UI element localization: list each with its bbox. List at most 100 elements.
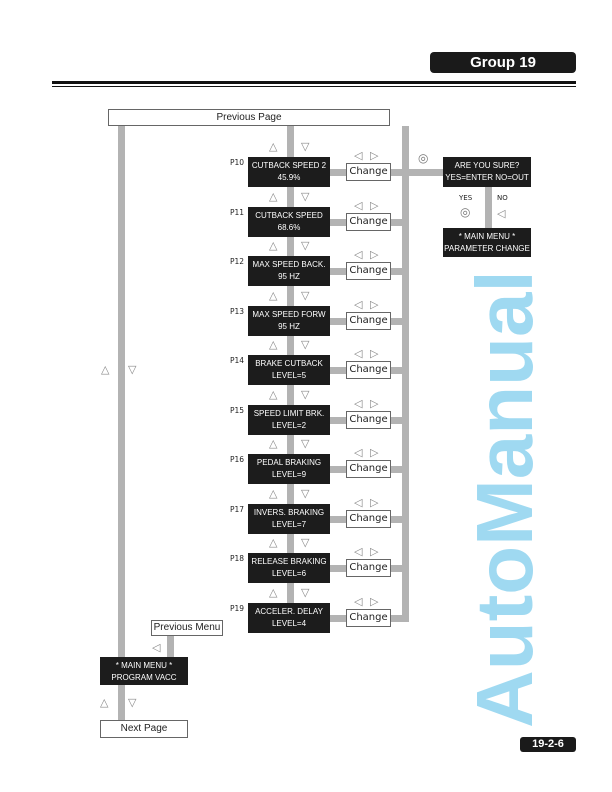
down-arrow-icon: ▽ — [301, 189, 310, 203]
parameter-display: PEDAL BRAKING LEVEL=9 — [248, 454, 330, 484]
parameter-name: RELEASE BRAKING — [251, 557, 327, 566]
confirm-box: ARE YOU SURE? YES=ENTER NO=OUT — [443, 157, 531, 187]
flow-connector — [330, 614, 346, 622]
parameter-name: CUTBACK SPEED — [255, 210, 323, 220]
down-arrow-icon: ▽ — [301, 239, 310, 252]
change-button[interactable]: Change — [346, 262, 391, 280]
previous-menu-button[interactable]: Previous Menu — [151, 620, 223, 636]
down-arrow-icon: ▽ — [128, 696, 137, 709]
change-button[interactable]: Change — [346, 311, 391, 330]
right-arrow-icon: ▷ — [370, 248, 379, 261]
yes-label: YES — [459, 194, 473, 202]
left-arrow-icon: ◁ — [354, 347, 363, 360]
change-button[interactable]: Change — [346, 410, 391, 429]
parameter-id: P12 — [230, 257, 245, 266]
no-label: NO — [497, 194, 508, 202]
flow-connector — [330, 565, 346, 572]
change-button[interactable]: Change — [346, 509, 391, 528]
parameter-value: 45.9% — [277, 173, 301, 182]
up-arrow-icon: △ — [269, 536, 278, 549]
parameter-display: ACCELER. DELAY LEVEL=4 — [248, 602, 330, 633]
flow-line-right — [402, 126, 409, 622]
parameter-value: LEVEL=5 — [271, 371, 307, 380]
watermark: AutoManual — [460, 270, 549, 728]
flow-line-left — [118, 126, 125, 720]
up-arrow-icon: △ — [100, 696, 109, 709]
left-arrow-icon: ◁ — [354, 149, 363, 162]
left-arrow-icon: ◁ — [497, 207, 506, 220]
left-arrow-icon: ◁ — [354, 545, 363, 558]
parameter-id: P18 — [230, 554, 245, 563]
parameter-display: SPEED LIMIT BRK. LEVEL=2 — [248, 404, 330, 435]
flow-line-confirm — [409, 169, 443, 176]
right-arrow-icon: ▷ — [370, 297, 379, 311]
parameter-name: ACCELER. DELAY — [255, 606, 323, 616]
parameter-display: BRAKE CUTBACK LEVEL=5 — [248, 355, 330, 385]
left-arrow-icon: ◁ — [354, 396, 363, 410]
flow-connector — [391, 268, 402, 275]
left-arrow-icon: ◁ — [354, 446, 363, 459]
parameter-id: P11 — [230, 207, 245, 217]
enter-icon: ◎ — [418, 151, 429, 165]
up-arrow-icon: △ — [269, 486, 278, 500]
change-button[interactable]: Change — [346, 608, 391, 627]
up-arrow-icon: △ — [269, 338, 278, 351]
flow-connector — [330, 416, 346, 424]
up-arrow-icon: △ — [269, 387, 278, 401]
right-arrow-icon: ▷ — [370, 347, 379, 360]
menu-line2: PROGRAM VACC — [111, 673, 177, 682]
parameter-display: RELEASE BRAKING LEVEL=6 — [248, 553, 330, 583]
down-arrow-icon: ▽ — [301, 387, 310, 401]
change-button[interactable]: Change — [346, 163, 391, 181]
next-page-button[interactable]: Next Page — [100, 720, 188, 738]
change-button[interactable]: Change — [346, 361, 391, 379]
flow-connector — [391, 515, 402, 523]
menu-line1: * MAIN MENU * — [458, 232, 516, 241]
down-arrow-icon: ▽ — [301, 585, 310, 599]
menu-line1: * MAIN MENU * — [115, 661, 173, 670]
change-button[interactable]: Change — [346, 212, 391, 231]
left-arrow-icon: ◁ — [354, 248, 363, 261]
parameter-id: P17 — [230, 504, 245, 514]
down-arrow-icon: ▽ — [301, 536, 310, 549]
page-number-badge: 19-2-6 — [520, 737, 576, 752]
change-button[interactable]: Change — [346, 559, 391, 577]
parameter-id: P10 — [230, 158, 245, 167]
flow-connector — [330, 218, 346, 226]
parameter-value: LEVEL=4 — [271, 618, 307, 628]
parameter-name: SPEED LIMIT BRK. — [253, 408, 325, 418]
flow-connector — [391, 466, 402, 473]
left-arrow-icon: ◁ — [152, 641, 161, 654]
menu-line2: PARAMETER CHANGE — [444, 244, 530, 253]
parameter-display: CUTBACK SPEED 2 45.9% — [248, 157, 330, 187]
down-arrow-icon: ▽ — [128, 363, 137, 376]
up-arrow-icon: △ — [269, 437, 278, 450]
parameter-value: LEVEL=7 — [271, 519, 307, 529]
parameter-id: P13 — [230, 306, 245, 316]
down-arrow-icon: ▽ — [301, 338, 310, 351]
previous-page-button[interactable]: Previous Page — [108, 109, 390, 126]
left-arrow-icon: ◁ — [354, 495, 363, 509]
flow-line-confirm-down — [485, 187, 492, 228]
right-arrow-icon: ▷ — [370, 495, 379, 509]
right-arrow-icon: ▷ — [370, 446, 379, 459]
down-arrow-icon: ▽ — [301, 486, 310, 500]
down-arrow-icon: ▽ — [301, 288, 310, 302]
parameter-name: PEDAL BRAKING — [256, 458, 322, 467]
up-arrow-icon: △ — [269, 140, 278, 153]
flow-connector — [391, 218, 402, 226]
up-arrow-icon: △ — [269, 585, 278, 599]
flow-connector — [391, 416, 402, 424]
group-badge: Group 19 — [430, 52, 576, 73]
flow-connector — [330, 466, 346, 473]
flow-line-prev-menu — [167, 636, 174, 657]
parameter-name: MAX SPEED BACK. — [252, 260, 326, 269]
flow-connector — [330, 317, 346, 325]
parameter-value: 95 HZ — [278, 321, 300, 331]
up-arrow-icon: △ — [101, 363, 110, 376]
enter-icon: ◎ — [460, 205, 471, 219]
left-arrow-icon: ◁ — [354, 297, 363, 311]
change-button[interactable]: Change — [346, 460, 391, 478]
right-arrow-icon: ▷ — [370, 198, 379, 212]
parameter-name: INVERS. BRAKING — [253, 507, 325, 517]
